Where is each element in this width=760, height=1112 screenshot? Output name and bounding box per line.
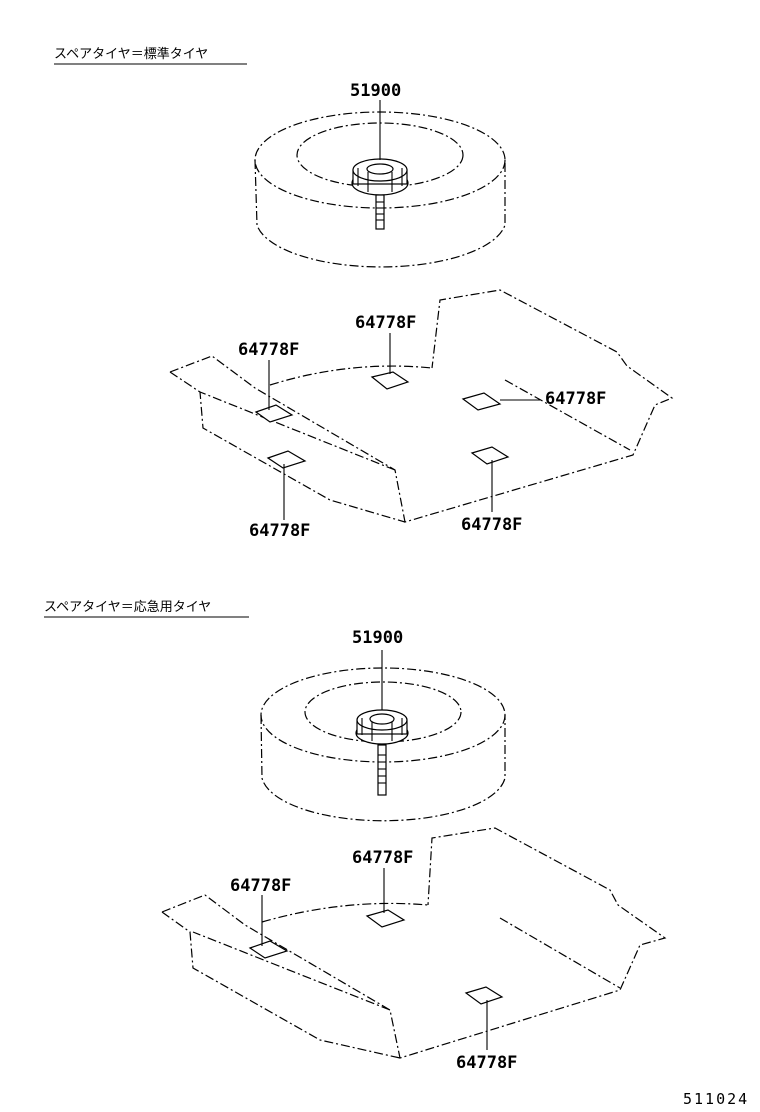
pad-part-number-label: 64778F	[456, 1053, 517, 1073]
section-standard-tire: スペアタイヤ＝標準タイヤ 51900	[54, 46, 674, 541]
part-number-label: 51900	[352, 628, 403, 648]
pad-part-number-label: 64778F	[230, 876, 291, 896]
drawing-code: 511024	[683, 1090, 749, 1108]
hold-down-knob-icon	[351, 158, 409, 230]
pad-part-number-label: 64778F	[545, 389, 606, 409]
pad-part-number-label: 64778F	[238, 340, 299, 360]
part-number-label: 51900	[350, 81, 401, 101]
floor-pad-icon	[248, 909, 504, 1005]
pad-part-number-label: 64778F	[352, 848, 413, 868]
pad-part-number-label: 64778F	[461, 515, 522, 535]
section-heading: スペアタイヤ＝標準タイヤ	[54, 46, 208, 62]
section-temporary-tire: スペアタイヤ＝応急用タイヤ 51900	[44, 600, 667, 1073]
spare-tire-well-floor	[169, 289, 674, 523]
spare-tire-well-floor	[161, 827, 667, 1059]
section-heading: スペアタイヤ＝応急用タイヤ	[44, 600, 211, 615]
pad-part-number-label: 64778F	[355, 313, 416, 333]
pad-part-number-label: 64778F	[249, 521, 310, 541]
floor-pad-icon	[254, 371, 510, 469]
hold-down-knob-icon	[355, 709, 409, 796]
